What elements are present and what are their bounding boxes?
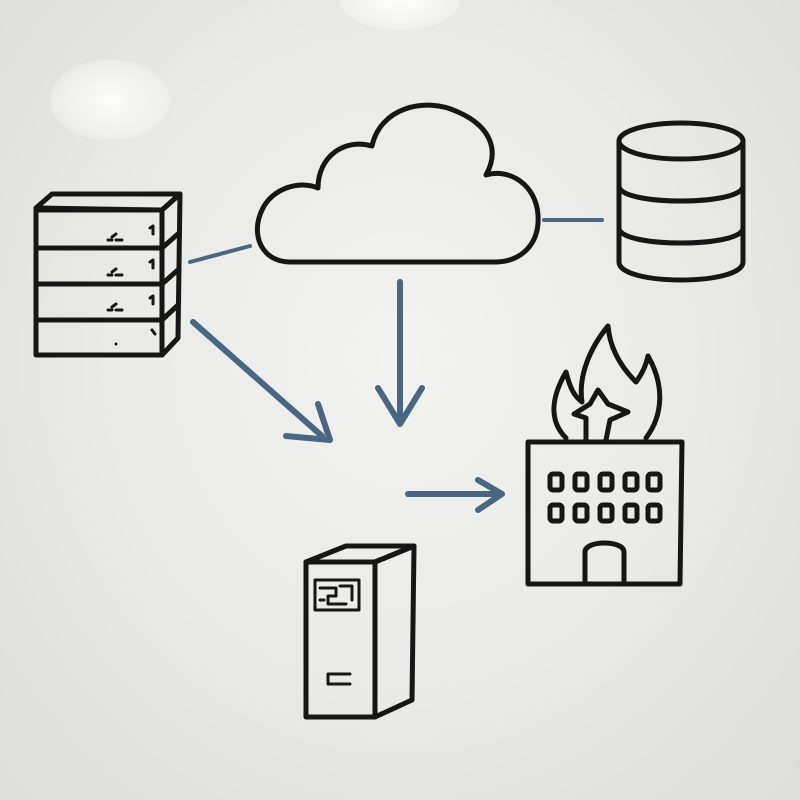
edge-rack-cloud [188, 244, 252, 264]
arrow-cloud-down [375, 279, 425, 427]
server-rack-icon [33, 191, 183, 358]
arrow-to-building [405, 477, 505, 513]
database-icon [616, 120, 746, 283]
cloud-icon [254, 102, 541, 265]
arrow-rack-to-center [190, 319, 333, 443]
tower-server-icon [303, 543, 417, 720]
building-on-fire-icon [525, 323, 685, 587]
connectors [188, 218, 604, 513]
